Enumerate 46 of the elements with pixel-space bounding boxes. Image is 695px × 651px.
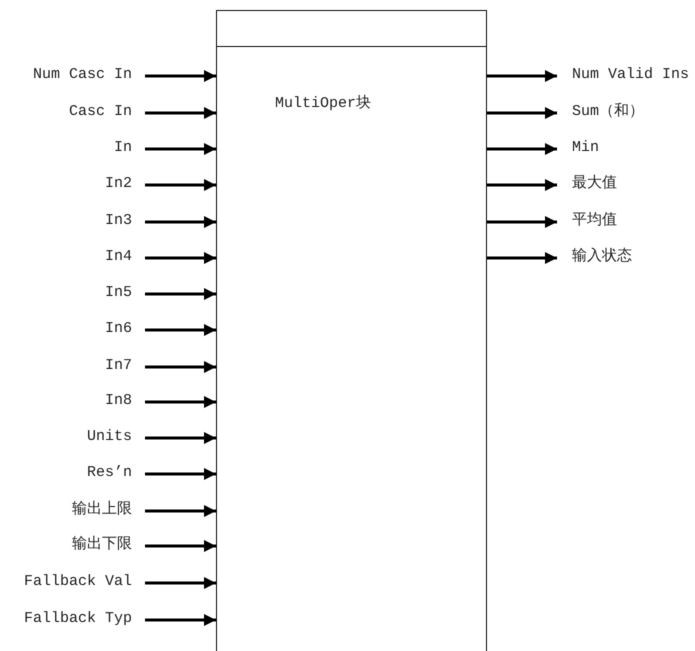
- arrow: [145, 107, 216, 119]
- arrow: [145, 614, 216, 626]
- output-label: 平均值: [572, 212, 617, 230]
- arrow: [145, 396, 216, 408]
- arrow: [145, 324, 216, 336]
- arrow: [487, 179, 557, 191]
- arrow: [487, 107, 557, 119]
- input-label: Num Casc In: [32, 66, 132, 84]
- input-label: In5: [104, 284, 132, 302]
- input-label: In2: [104, 175, 132, 193]
- input-label: Res’n: [86, 464, 132, 482]
- input-label: Fallback Val: [24, 573, 132, 591]
- arrow: [145, 143, 216, 155]
- input-label: Fallback Typ: [24, 610, 132, 628]
- arrow: [145, 288, 216, 300]
- input-label: In6: [104, 320, 132, 338]
- arrow: [487, 252, 557, 264]
- arrow: [487, 143, 557, 155]
- output-label: Min: [572, 139, 600, 157]
- arrow: [145, 468, 216, 480]
- input-label: Units: [86, 428, 132, 446]
- arrow: [145, 505, 216, 517]
- input-label: In7: [104, 357, 132, 375]
- arrow: [145, 70, 216, 82]
- input-label: In: [114, 139, 132, 157]
- output-label: 最大值: [572, 175, 617, 193]
- output-label: Sum（和）: [572, 103, 644, 121]
- input-label: 输出下限: [72, 536, 132, 554]
- arrow: [487, 216, 557, 228]
- arrow: [145, 252, 216, 264]
- arrow: [145, 216, 216, 228]
- output-label: Num Valid Ins: [572, 66, 690, 84]
- arrow: [145, 179, 216, 191]
- arrow: [145, 361, 216, 373]
- function-block: [216, 10, 487, 651]
- input-label: In8: [104, 392, 132, 410]
- arrow: [145, 432, 216, 444]
- arrow: [487, 70, 557, 82]
- input-label: In3: [104, 212, 132, 230]
- arrow: [145, 540, 216, 552]
- arrow: [145, 577, 216, 589]
- input-label: In4: [104, 248, 132, 266]
- block-title: MultiOper块: [275, 95, 372, 113]
- output-label: 输入状态: [572, 248, 632, 266]
- input-label: Casc In: [68, 103, 132, 121]
- input-label: 输出上限: [72, 501, 132, 519]
